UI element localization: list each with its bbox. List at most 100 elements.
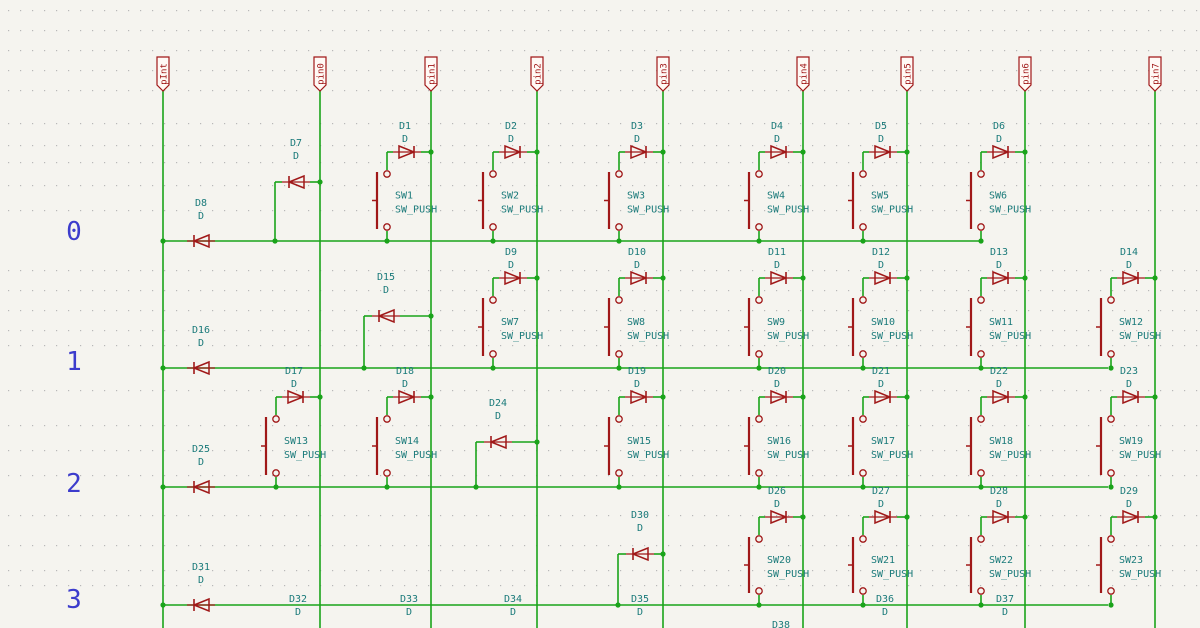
grid-dot bbox=[1004, 90, 1006, 92]
grid-dot bbox=[224, 515, 226, 517]
grid-dot bbox=[1160, 570, 1162, 572]
grid-dot bbox=[128, 270, 130, 272]
junction-dot bbox=[273, 484, 279, 490]
grid-dot bbox=[164, 90, 166, 92]
grid-dot bbox=[704, 50, 706, 52]
grid-dot bbox=[1196, 50, 1198, 52]
grid-dot bbox=[548, 345, 550, 347]
grid-dot bbox=[1052, 270, 1054, 272]
switch-contact-top bbox=[1107, 535, 1115, 543]
grid-dot bbox=[44, 330, 46, 332]
grid-dot bbox=[1004, 425, 1006, 427]
grid-dot bbox=[596, 30, 598, 32]
grid-dot bbox=[1112, 123, 1114, 125]
grid-dot bbox=[740, 475, 742, 477]
grid-dot bbox=[812, 425, 814, 427]
grid-dot bbox=[464, 570, 466, 572]
grid-dot bbox=[1112, 270, 1114, 272]
switch-value: SW_PUSH bbox=[767, 569, 809, 580]
grid-dot bbox=[644, 145, 646, 147]
grid-dot bbox=[116, 30, 118, 32]
grid-dot bbox=[1052, 345, 1054, 347]
grid-dot bbox=[68, 515, 70, 517]
grid-dot bbox=[128, 50, 130, 52]
grid-dot bbox=[848, 450, 850, 452]
grid-dot bbox=[500, 425, 502, 427]
grid-dot bbox=[248, 310, 250, 312]
grid-dot bbox=[596, 185, 598, 187]
grid-dot bbox=[128, 570, 130, 572]
diode-value: D bbox=[402, 379, 408, 390]
switch-contact-top bbox=[383, 415, 391, 423]
grid-dot bbox=[884, 390, 886, 392]
grid-dot bbox=[896, 330, 898, 332]
grid-dot bbox=[8, 10, 10, 12]
grid-dot bbox=[776, 570, 778, 572]
grid-dot bbox=[392, 210, 394, 212]
junction-dot bbox=[534, 275, 540, 281]
grid-dot bbox=[884, 425, 886, 427]
grid-dot bbox=[152, 310, 154, 312]
grid-dot bbox=[212, 390, 214, 392]
grid-dot bbox=[536, 10, 538, 12]
grid-dot bbox=[776, 330, 778, 332]
grid-dot bbox=[1052, 145, 1054, 147]
grid-dot bbox=[1016, 515, 1018, 517]
grid-dot bbox=[1088, 450, 1090, 452]
grid-dot bbox=[884, 50, 886, 52]
grid-dot bbox=[884, 10, 886, 12]
grid-dot bbox=[1148, 123, 1150, 125]
grid-dot bbox=[68, 330, 70, 332]
grid-dot bbox=[1064, 330, 1066, 332]
switch-ref: SW23 bbox=[1119, 555, 1143, 566]
grid-dot bbox=[368, 10, 370, 12]
grid-dot bbox=[404, 50, 406, 52]
grid-dot bbox=[1028, 290, 1030, 292]
grid-dot bbox=[176, 30, 178, 32]
grid-dot bbox=[524, 290, 526, 292]
grid-dot bbox=[548, 310, 550, 312]
grid-dot bbox=[500, 70, 502, 72]
grid-dot bbox=[1112, 570, 1114, 572]
grid-dot bbox=[860, 390, 862, 392]
grid-dot bbox=[908, 123, 910, 125]
grid-dot bbox=[476, 90, 478, 92]
grid-dot bbox=[932, 290, 934, 292]
grid-dot bbox=[572, 185, 574, 187]
grid-dot bbox=[512, 570, 514, 572]
grid-dot bbox=[452, 210, 454, 212]
switch-value: SW_PUSH bbox=[501, 205, 543, 216]
grid-dot bbox=[368, 50, 370, 52]
grid-dot bbox=[140, 310, 142, 312]
grid-dot bbox=[20, 145, 22, 147]
grid-dot bbox=[452, 30, 454, 32]
grid-dot bbox=[1136, 425, 1138, 427]
grid-dot bbox=[488, 30, 490, 32]
grid-dot bbox=[284, 123, 286, 125]
grid-dot bbox=[236, 70, 238, 72]
grid-dot bbox=[404, 30, 406, 32]
grid-dot bbox=[680, 475, 682, 477]
grid-dot bbox=[692, 70, 694, 72]
grid-dot bbox=[80, 330, 82, 332]
grid-dot bbox=[644, 70, 646, 72]
grid-dot bbox=[92, 290, 94, 292]
grid-dot bbox=[1016, 330, 1018, 332]
grid-dot bbox=[368, 545, 370, 547]
grid-dot bbox=[728, 145, 730, 147]
grid-dot bbox=[176, 515, 178, 517]
grid-dot bbox=[32, 570, 34, 572]
grid-dot bbox=[1016, 210, 1018, 212]
junction-dot bbox=[904, 275, 910, 281]
grid-dot bbox=[584, 585, 586, 587]
switch-contact-top bbox=[977, 415, 985, 423]
grid-dot bbox=[1172, 290, 1174, 292]
grid-dot bbox=[500, 310, 502, 312]
grid-dot bbox=[368, 450, 370, 452]
grid-dot bbox=[152, 50, 154, 52]
row-diode-value: D bbox=[198, 338, 204, 349]
grid-dot bbox=[1124, 450, 1126, 452]
grid-dot bbox=[596, 570, 598, 572]
row-label: 3 bbox=[66, 585, 82, 615]
